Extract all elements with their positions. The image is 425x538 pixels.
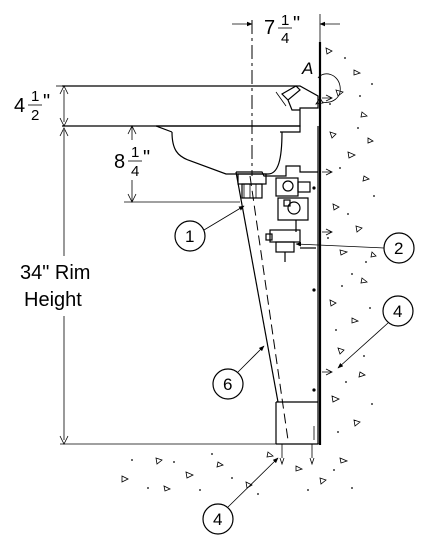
dim-top-offset-whole: 7: [264, 17, 275, 39]
dim-rim-height-line1: 34" Rim: [20, 262, 90, 284]
dim-rim-height: 34" Rim Height: [20, 127, 90, 445]
dim-bowl-depth: 8 1 4 ": [114, 125, 240, 203]
dim-bowl-depth-unit: ": [143, 147, 150, 169]
wall-concrete-texture: [325, 47, 377, 433]
dim-bowl-height: 4 1 2 ": [14, 85, 72, 127]
dim-top-offset-unit: ": [293, 13, 300, 35]
pedestal-base: [275, 401, 318, 445]
dim-bowl-height-unit: ": [43, 91, 50, 113]
dim-bowl-height-whole: 4: [14, 95, 25, 117]
callout-6: 6: [212, 345, 265, 400]
drain-fitting: [237, 173, 267, 199]
bowl-rim-edge: [155, 125, 173, 133]
dim-rim-height-line2: Height: [24, 289, 82, 311]
callout-6-label: 6: [223, 375, 232, 394]
callout-2-label: 2: [394, 239, 403, 258]
floor-anchors: [279, 444, 315, 466]
bubbler-spout: [281, 85, 301, 111]
bowl-rim: [156, 125, 301, 133]
dim-bowl-depth-whole: 8: [114, 151, 125, 173]
dim-top-offset: 7 1 4 ": [232, 12, 340, 47]
mount-point: [312, 388, 316, 392]
dim-bowl-depth-num: 1: [131, 144, 139, 161]
fountain: [62, 20, 319, 466]
dim-bowl-height-num: 1: [31, 88, 39, 105]
callout-4-floor-label: 4: [213, 510, 222, 529]
callout-4-wall-label: 4: [393, 302, 402, 321]
wall: [318, 42, 377, 445]
wall-anchors: [322, 94, 333, 376]
supply-stop: [265, 229, 301, 262]
mount-point: [312, 288, 316, 292]
floor-concrete-texture: [121, 451, 353, 495]
bubbler-guard: [275, 91, 287, 107]
detail-a-marker: A: [301, 59, 341, 105]
callout-4-wall: 4: [337, 295, 414, 369]
dim-top-offset-num: 1: [281, 12, 289, 29]
floor: [60, 443, 353, 495]
dim-bowl-height-den: 2: [31, 107, 39, 124]
dim-top-offset-den: 4: [281, 30, 289, 47]
callout-1-label: 1: [185, 227, 194, 246]
mount-point: [312, 186, 316, 190]
callout-4-floor: 4: [202, 457, 279, 535]
bowl-top-ledge: [62, 85, 319, 127]
drain-hidden-line: [249, 175, 289, 441]
pedestal-top: [236, 165, 318, 177]
bowl-basin: [171, 131, 283, 175]
callout-2: 2: [295, 232, 415, 264]
valve-assembly: [275, 177, 311, 232]
dim-bowl-depth-den: 4: [131, 163, 139, 180]
detail-label: A: [301, 59, 313, 78]
callout-1: 1: [174, 205, 245, 252]
